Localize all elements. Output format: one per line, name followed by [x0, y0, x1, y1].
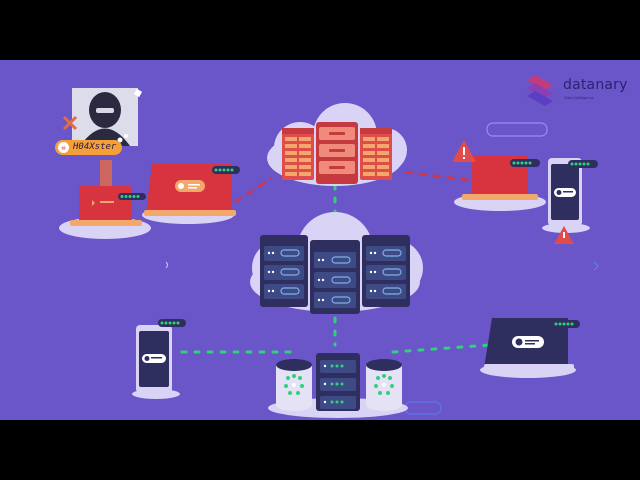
hacker-handle-badge: ☠ H04Xster: [55, 140, 123, 155]
attack-link-left: [234, 176, 273, 204]
phone-icon: [542, 158, 598, 233]
database-cluster: [268, 353, 408, 418]
brand-tagline: Data Intelligence: [564, 95, 594, 100]
hacker-handle: H04Xster: [73, 142, 117, 152]
logo-icon: [527, 75, 553, 106]
database-icon: [366, 359, 402, 411]
infected-laptop-left-small: [59, 160, 151, 239]
attack-link-right: [404, 170, 469, 182]
server-rack-icon: [316, 122, 358, 184]
server-rack-icon: [260, 235, 308, 307]
skull-icon: ☠: [58, 142, 69, 153]
server-rack-icon: [360, 128, 392, 180]
brand-name: datanary: [563, 77, 628, 93]
deco-arc: [165, 261, 168, 269]
laptop-icon: [454, 156, 546, 211]
brand: datanary Data Intelligence: [527, 74, 637, 108]
letterbox-bottom: [0, 420, 640, 480]
server-rack-icon: [316, 353, 360, 411]
scene-graphics: [59, 75, 599, 418]
cloud-storage-top: [267, 103, 407, 186]
server-rack-icon: [310, 240, 360, 314]
compromised-links: [234, 170, 469, 204]
deco-pill: [486, 122, 548, 137]
server-rack-icon: [362, 235, 410, 307]
laptop-icon: [480, 318, 580, 378]
deco-pill-bottom: [404, 401, 442, 415]
cloud-servers-middle: [250, 212, 423, 314]
db-laptop-link: [391, 343, 492, 354]
network-scene: datanary Data Intelligence ☠ H04Xster: [0, 60, 640, 420]
server-rack-icon: [282, 128, 314, 180]
phone-icon: [132, 319, 186, 399]
warning-icon: [554, 226, 574, 244]
database-icon: [276, 359, 312, 411]
deco-chevron: [593, 261, 599, 271]
letterbox-top: [0, 0, 640, 60]
warning-icon: [452, 140, 476, 162]
hacker-avatar-icon: [62, 88, 143, 146]
laptop-icon: [142, 164, 240, 224]
